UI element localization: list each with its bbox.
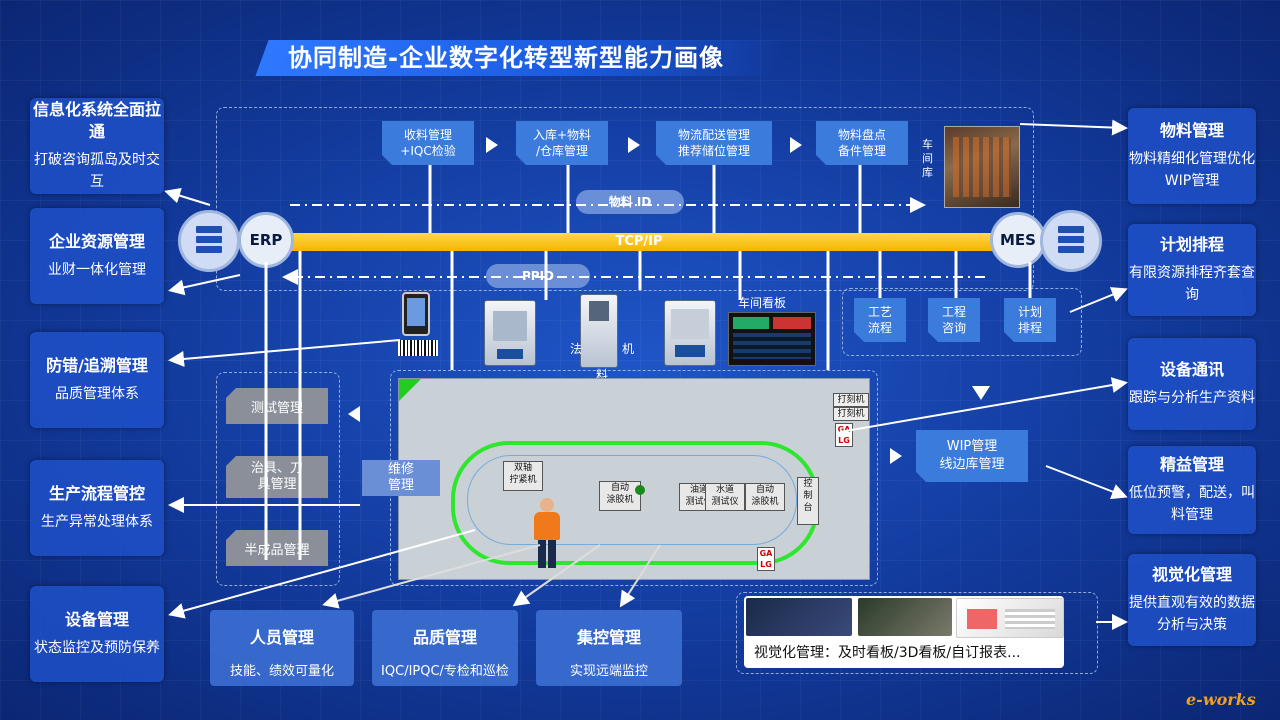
right-box-title: 视觉化管理 [1151,565,1232,584]
bottom-box-text: 技能、绩效可量化 [229,664,334,679]
tcpip-bus: TCP/IP [270,233,1008,251]
top-dashed-frame [216,107,1034,291]
process-step-warehousing: 入库+物料 /仓库管理 [516,121,608,165]
station-twin-screw: 双轴 拧紧机 [503,461,543,491]
kanban-board-image [728,312,816,366]
barcode-icon [398,340,438,356]
left-box-title: 信息化系统全面拉通 [32,100,161,141]
material-id-pill: 物料 ID [576,190,684,214]
machining-center-icon [664,300,716,366]
drill-machine-icon [580,294,618,368]
station-water-test: 水道 测试仪 [705,483,745,511]
process-step-inventory: 物料盘点 备件管理 [816,121,908,165]
station-control: 控 制 台 [797,477,819,525]
mes-server-icon [1040,210,1102,272]
left-box-text: 打破咨询孤岛及时交互 [34,152,160,190]
page-title: 协同制造-企业数字化转型新型能力画像 [288,44,724,72]
right-box-title: 物料管理 [1159,121,1224,140]
bottom-box-central-control: 集控管理 实现远端监控 [536,610,682,686]
process-step-logistics: 物流配送管理 推荐储位管理 [656,121,772,165]
right-box-material: 物料管理 物料精细化管理优化WIP管理 [1128,108,1256,204]
process-step-receiving: 收料管理 +IQC检验 [382,121,474,165]
status-dot [635,485,645,495]
left-box-title: 防错/追溯管理 [46,356,148,375]
bottom-box-title: 人员管理 [249,628,314,647]
arrow-left-icon [348,406,360,422]
tag-marker-1: 打刻机 [833,393,869,407]
erp-server-icon [178,210,240,272]
left-box-info-integration: 信息化系统全面拉通 打破咨询孤岛及时交互 [30,98,164,194]
right-box-lean: 精益管理 低位预警，配送，叫料管理 [1128,446,1256,534]
left-box-text: 品质管理体系 [55,386,139,402]
warehouse-label: 车 间 库 [922,138,933,179]
arrow-right-icon [790,137,802,153]
corner-marker [399,379,421,401]
right-box-visual: 视觉化管理 提供直观有效的数据分析与决策 [1128,554,1256,646]
shop-floor-layout: 双轴 拧紧机 自动 涂胶机 油道 测试仪 水道 测试仪 自动 涂胶机 控 制 台… [398,378,870,580]
left-box-text: 状态监控及预防保养 [34,640,160,656]
right-box-equipment-comm: 设备通讯 跟踪与分析生产资料 [1128,338,1256,430]
ga-tag-bottom: GA LG [757,547,775,571]
mes-module-engineering: 工程 咨询 [928,298,980,342]
bottom-box-title: 品质管理 [412,628,477,647]
bottom-box-title: 集控管理 [576,628,641,647]
machine-label-method: 法 [570,342,583,356]
right-box-title: 计划排程 [1159,235,1224,254]
right-box-planning: 计划排程 有限资源排程齐套查询 [1128,224,1256,316]
watermark-logo: e-works [1186,690,1256,709]
ppid-pill: PPID [486,264,590,288]
bottom-box-quality: 品质管理 IQC/IPQC/专检和巡检 [372,610,518,686]
arrow-right-icon [890,448,902,464]
bottom-box-text: 实现远端监控 [569,664,648,679]
left-box-text: 生产异常处理体系 [41,514,153,530]
arrow-right-icon [628,137,640,153]
mes-node: MES [990,212,1046,268]
phone-icon [402,292,430,336]
repair-management-box: 维修 管理 [362,460,440,496]
arrow-right-icon [486,137,498,153]
worker-figure [530,498,564,568]
left-box-title: 生产流程管控 [48,484,145,503]
left-box-title: 设备管理 [64,610,129,629]
right-box-title: 精益管理 [1159,455,1224,474]
ga-tag-top: GA LG [835,423,853,447]
left-box-text: 业财一体化管理 [48,262,146,278]
machine-label-machine: 机 [622,342,635,356]
warehouse-image [944,126,1020,208]
erp-node: ERP [238,212,294,268]
right-box-text: 有限资源排程齐套查询 [1129,265,1255,303]
semi-product-box: 半成品管理 [226,530,328,566]
arrow-down-icon [972,386,990,400]
right-box-text: 提供直观有效的数据分析与决策 [1129,595,1255,633]
right-box-text: 物料精细化管理优化WIP管理 [1129,151,1255,189]
station-auto-glue-2: 自动 涂胶机 [745,483,785,511]
mes-module-scheduling: 计划 排程 [1004,298,1056,342]
left-box-erp: 企业资源管理 业财一体化管理 [30,208,164,304]
left-box-traceability: 防错/追溯管理 品质管理体系 [30,332,164,428]
fixture-management-box: 治具、刀 具管理 [226,456,328,498]
kanban-label: 车间看板 [738,296,787,310]
right-box-text: 低位预警，配送，叫料管理 [1129,485,1255,523]
left-box-process-control: 生产流程管控 生产异常处理体系 [30,460,164,556]
bottom-box-personnel: 人员管理 技能、绩效可量化 [210,610,354,686]
dashboard-thumb-1 [746,598,852,636]
wip-management-box: WIP管理 线边库管理 [916,430,1028,482]
bottom-box-text: IQC/IPQC/专检和巡检 [381,664,509,679]
right-box-text: 跟踪与分析生产资料 [1129,390,1255,406]
test-management-box: 测试管理 [226,388,328,424]
station-auto-glue: 自动 涂胶机 [599,481,641,511]
left-box-title: 企业资源管理 [48,232,145,251]
dashboard-thumb-3 [956,598,1064,638]
mes-modules-frame [842,288,1082,356]
visual-panel-frame [736,592,1098,674]
left-box-equipment: 设备管理 状态监控及预防保养 [30,586,164,682]
dashboard-thumb-2 [858,598,952,636]
visual-caption: 视觉化管理：及时看板/3D看板/自订报表... [754,645,1021,661]
cnc-machine-icon [484,300,536,366]
right-box-title: 设备通讯 [1159,360,1224,379]
mes-module-process: 工艺 流程 [854,298,906,342]
tag-marker-2: 打刻机 [833,407,869,421]
